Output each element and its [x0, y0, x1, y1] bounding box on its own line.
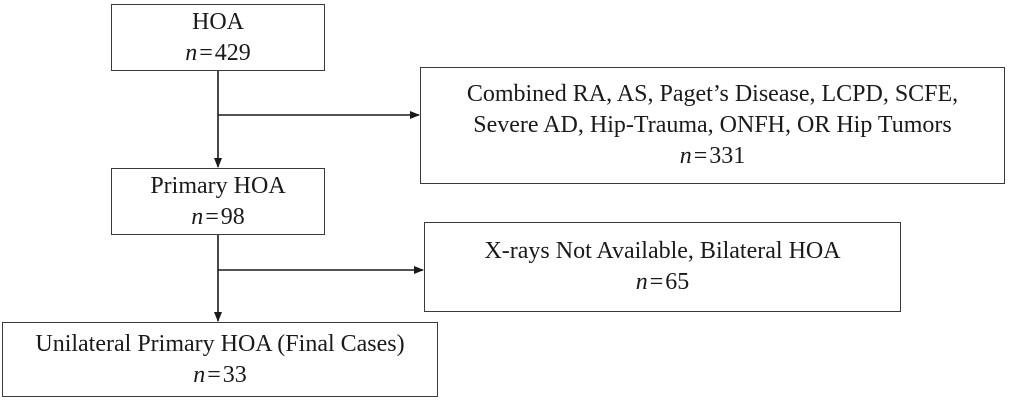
n-symbol: n — [635, 269, 648, 295]
equals-sign: = — [693, 143, 708, 169]
final-cases-box: Unilateral Primary HOA (Final Cases) n=3… — [2, 322, 438, 397]
count-value: 98 — [220, 203, 245, 230]
excluded-second-count: n=65 — [636, 267, 690, 298]
hoa-box: HOA n=429 — [111, 4, 325, 71]
count-value: 429 — [214, 39, 251, 66]
excluded-first-box: Combined RA, AS, Paget’s Disease, LCPD, … — [420, 67, 1005, 184]
final-cases-count: n=33 — [193, 360, 247, 391]
n-symbol: n — [185, 39, 198, 66]
primary-hoa-box: Primary HOA n=98 — [111, 168, 325, 235]
equals-sign: = — [205, 203, 219, 230]
hoa-box-label: HOA — [192, 8, 244, 35]
excluded-second-label: X-rays Not Available, Bilateral HOA — [484, 238, 841, 264]
count-value: 331 — [709, 143, 746, 169]
final-cases-label: Unilateral Primary HOA (Final Cases) — [35, 330, 405, 357]
n-symbol: n — [193, 361, 206, 388]
count-value: 33 — [222, 361, 247, 388]
equals-sign: = — [649, 269, 664, 295]
equals-sign: = — [199, 39, 213, 66]
n-symbol: n — [191, 203, 204, 230]
hoa-box-count: n=429 — [185, 38, 251, 69]
primary-hoa-label: Primary HOA — [150, 172, 286, 199]
equals-sign: = — [207, 361, 221, 388]
n-symbol: n — [679, 143, 692, 169]
excluded-first-label-line-1: Combined RA, AS, Paget’s Disease, LCPD, … — [466, 81, 959, 107]
excluded-second-box: X-rays Not Available, Bilateral HOA n=65 — [424, 222, 901, 312]
excluded-first-count: n=331 — [680, 141, 746, 172]
count-value: 65 — [665, 269, 690, 295]
excluded-first-label-line-2: Severe AD, Hip-Trauma, ONFH, OR Hip Tumo… — [473, 112, 952, 138]
primary-hoa-count: n=98 — [191, 202, 245, 233]
